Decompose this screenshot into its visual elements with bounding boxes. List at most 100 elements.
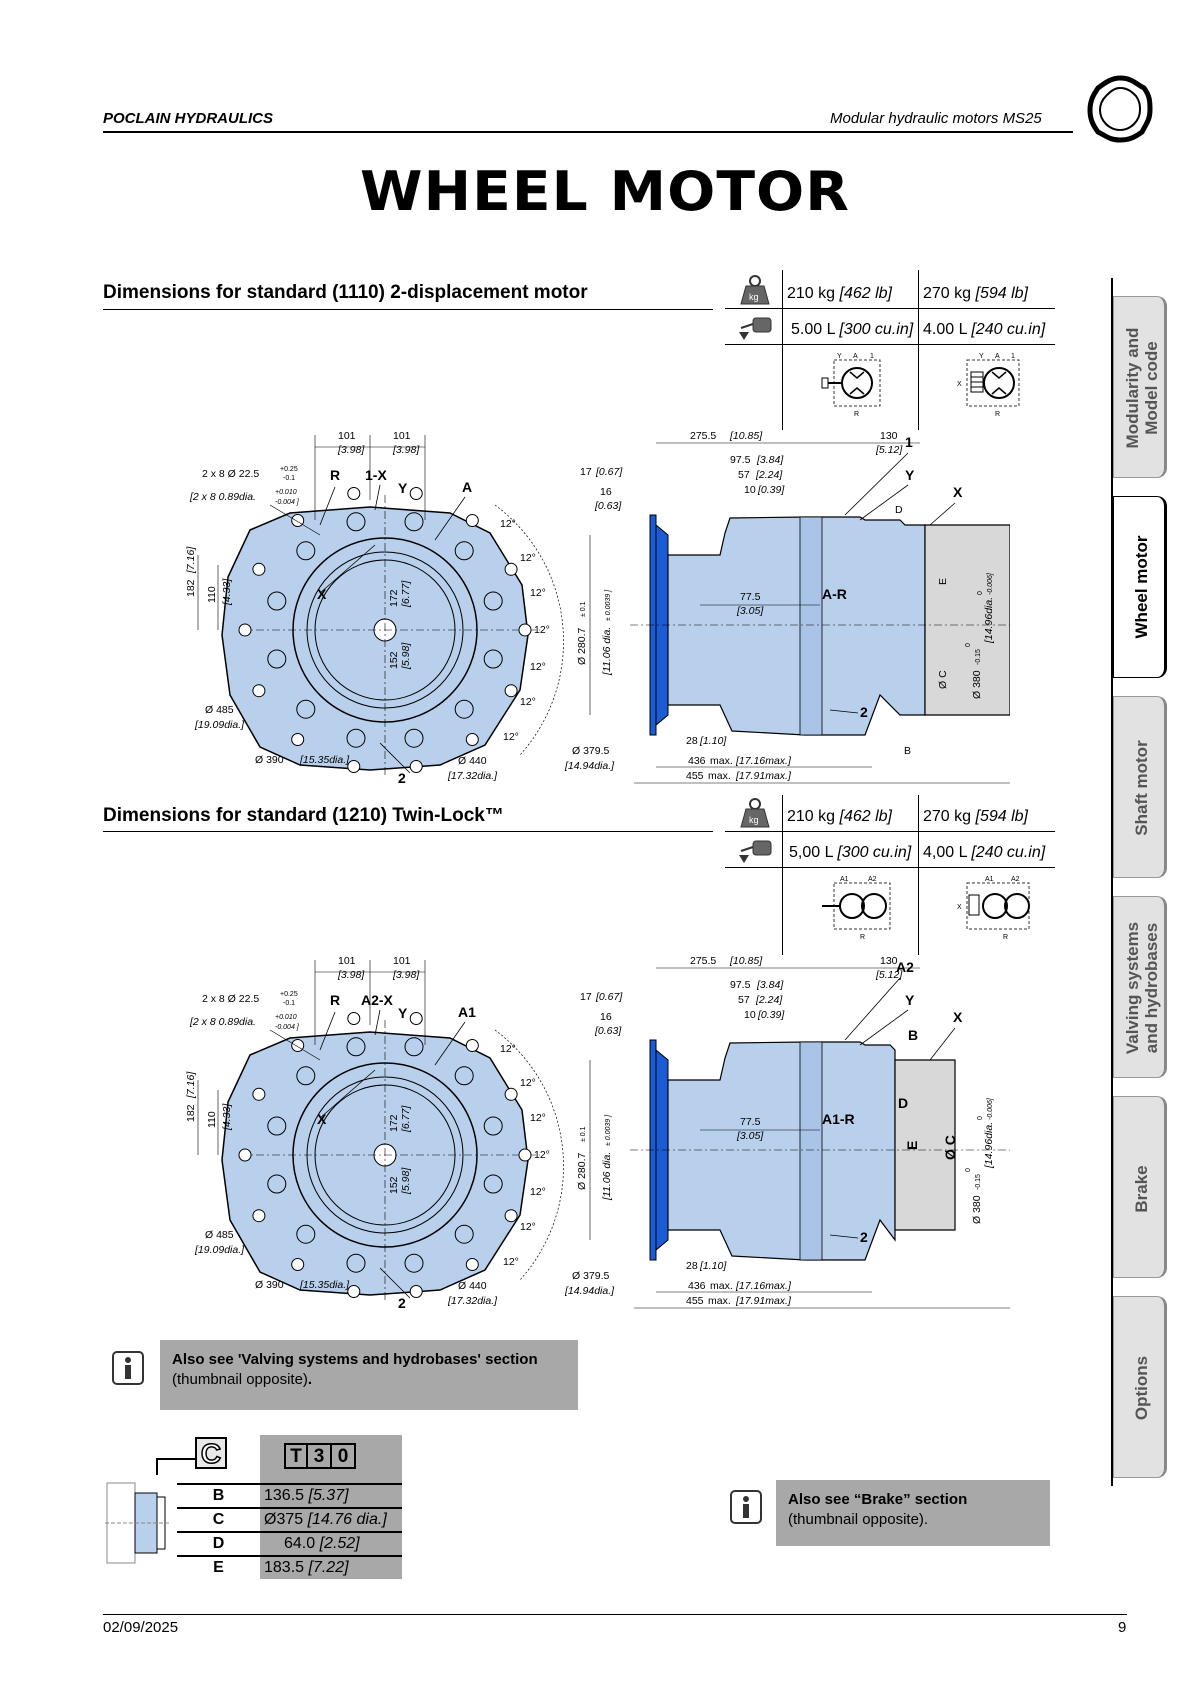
tab-brake[interactable]: Brake — [1113, 1096, 1167, 1278]
oil-volume-twin-lock-2: 4,00 L [240 cu.in] — [923, 844, 1046, 861]
svg-text:max.: max. — [710, 1280, 733, 1292]
svg-text:Ø 485: Ø 485 — [205, 1229, 234, 1241]
svg-text:[4.33]: [4.33] — [221, 578, 233, 606]
svg-text:R: R — [995, 411, 1000, 418]
svg-text:16: 16 — [600, 486, 612, 498]
svg-text:kg: kg — [749, 292, 759, 302]
bolt-hole — [267, 1116, 287, 1136]
tab-wheel-motor[interactable]: Wheel motor — [1113, 496, 1167, 678]
svg-text:[6.77]: [6.77] — [400, 1105, 412, 1133]
note-brake: Also see “Brake” section(thumbnail oppos… — [776, 1480, 1050, 1546]
svg-text:[11.06 dia.: [11.06 dia. — [601, 627, 613, 676]
front-view-drawing: 101 [3.98] 101 [3.98] 2 x 8 Ø 22.5 +0.25… — [185, 430, 564, 786]
svg-text:[1.10]: [1.10] — [699, 1260, 727, 1272]
tab-shaft-motor[interactable]: Shaft motor — [1113, 696, 1167, 878]
svg-text:12°: 12° — [503, 731, 519, 743]
table-row: D 64.0 [2.52] — [177, 1531, 402, 1555]
svg-text:1: 1 — [1011, 353, 1015, 360]
svg-text:[17.16max.]: [17.16max.] — [735, 1280, 792, 1292]
bolt-hole — [347, 760, 361, 773]
section-rule — [103, 831, 713, 832]
bolt-hole — [409, 760, 423, 773]
side-view-drawing: 275.5 [10.85] 130 [5.12] 97.5 [3.84] 57 … — [564, 430, 1010, 784]
svg-text:[3.84]: [3.84] — [756, 454, 784, 466]
tab-options[interactable]: Options — [1113, 1296, 1167, 1478]
bolt-hole — [347, 1012, 361, 1025]
svg-text:12°: 12° — [534, 624, 550, 636]
svg-text:1-X: 1-X — [365, 467, 387, 483]
svg-text:[0.39]: [0.39] — [757, 1009, 785, 1021]
weight-icon: kg — [740, 275, 770, 305]
svg-text:[0.67]: [0.67] — [595, 991, 623, 1003]
svg-text:-0.004 ]: -0.004 ] — [275, 499, 300, 506]
svg-text:[7.16]: [7.16] — [185, 546, 197, 574]
table-row: B 136.5 [5.37] — [177, 1483, 402, 1507]
svg-text:Ø 390: Ø 390 — [255, 1279, 284, 1291]
bolt-hole — [465, 733, 479, 746]
svg-text:1: 1 — [905, 434, 913, 450]
bolt-hole — [409, 1285, 423, 1298]
svg-text:A: A — [853, 353, 858, 360]
bolt-hole — [252, 684, 266, 698]
svg-text:Ø 440: Ø 440 — [458, 755, 487, 767]
svg-text:2: 2 — [860, 1229, 868, 1245]
svg-text:+0.010: +0.010 — [275, 489, 297, 496]
svg-text:0: 0 — [965, 1168, 972, 1172]
option-code-box: 0 — [332, 1443, 356, 1469]
svg-text:77.5: 77.5 — [740, 591, 761, 603]
svg-text:X: X — [317, 1111, 327, 1127]
oil-volume-standard-1: 5.00 L [300 cu.in] — [791, 321, 914, 338]
svg-text:E: E — [937, 578, 949, 585]
svg-text:Ø 485: Ø 485 — [205, 704, 234, 716]
svg-text:Ø 280.7: Ø 280.7 — [576, 627, 588, 665]
svg-text:-0.1: -0.1 — [283, 1000, 295, 1007]
svg-text:2: 2 — [398, 770, 406, 786]
oil-volume-standard-2: 4.00 L [240 cu.in] — [923, 321, 1046, 338]
svg-text:-0.006]: -0.006] — [987, 572, 994, 595]
bolt-hole — [504, 684, 518, 698]
svg-text:[5.12]: [5.12] — [875, 444, 903, 456]
svg-text:[0.39]: [0.39] — [757, 484, 785, 496]
svg-text:+0.010: +0.010 — [275, 1014, 297, 1021]
svg-text:Ø 380: Ø 380 — [971, 670, 983, 699]
svg-text:± 0.1: ± 0.1 — [580, 601, 587, 617]
svg-text:2: 2 — [398, 1295, 406, 1311]
svg-text:[3.05]: [3.05] — [736, 1130, 764, 1142]
svg-text:[2 x 8 0.89dia.: [2 x 8 0.89dia. — [189, 1016, 256, 1028]
svg-text:A-R: A-R — [822, 586, 847, 602]
svg-text:182: 182 — [185, 579, 197, 597]
svg-text:101: 101 — [338, 955, 356, 967]
svg-text:[5.98]: [5.98] — [400, 642, 412, 670]
poclain-logo-icon — [1087, 75, 1153, 143]
bolt-hole — [346, 1037, 366, 1057]
svg-text:D: D — [895, 504, 903, 516]
section-rule — [103, 309, 713, 310]
svg-text:[17.91max.]: [17.91max.] — [735, 1295, 792, 1307]
svg-text:Y: Y — [905, 467, 915, 483]
svg-text:2 x 8 Ø 22.5: 2 x 8 Ø 22.5 — [202, 468, 259, 480]
bolt-hole — [252, 1209, 266, 1223]
svg-text:Ø 440: Ø 440 — [458, 1280, 487, 1292]
bolt-hole — [267, 591, 287, 611]
svg-text:101: 101 — [393, 430, 411, 442]
svg-text:X: X — [957, 904, 962, 911]
svg-text:10: 10 — [744, 1009, 756, 1021]
svg-text:436: 436 — [688, 755, 706, 767]
bolt-hole — [252, 1087, 266, 1101]
weight-icon: kg — [740, 798, 770, 828]
bolt-hole — [518, 623, 532, 637]
bolt-hole — [409, 487, 423, 500]
svg-text:Ø 380: Ø 380 — [971, 1195, 983, 1224]
svg-text:X: X — [957, 381, 962, 388]
bolt-hole — [454, 1224, 474, 1244]
option-rows: B 136.5 [5.37] C Ø375 [14.76 dia.] D 64.… — [177, 1483, 402, 1579]
bolt-holes — [238, 1012, 532, 1298]
svg-text:+0.25: +0.25 — [280, 466, 298, 473]
svg-text:275.5: 275.5 — [690, 955, 716, 967]
bolt-hole — [404, 512, 424, 532]
bolt-hole — [347, 1285, 361, 1298]
bolt-hole — [454, 541, 474, 561]
svg-text:12°: 12° — [520, 552, 536, 564]
